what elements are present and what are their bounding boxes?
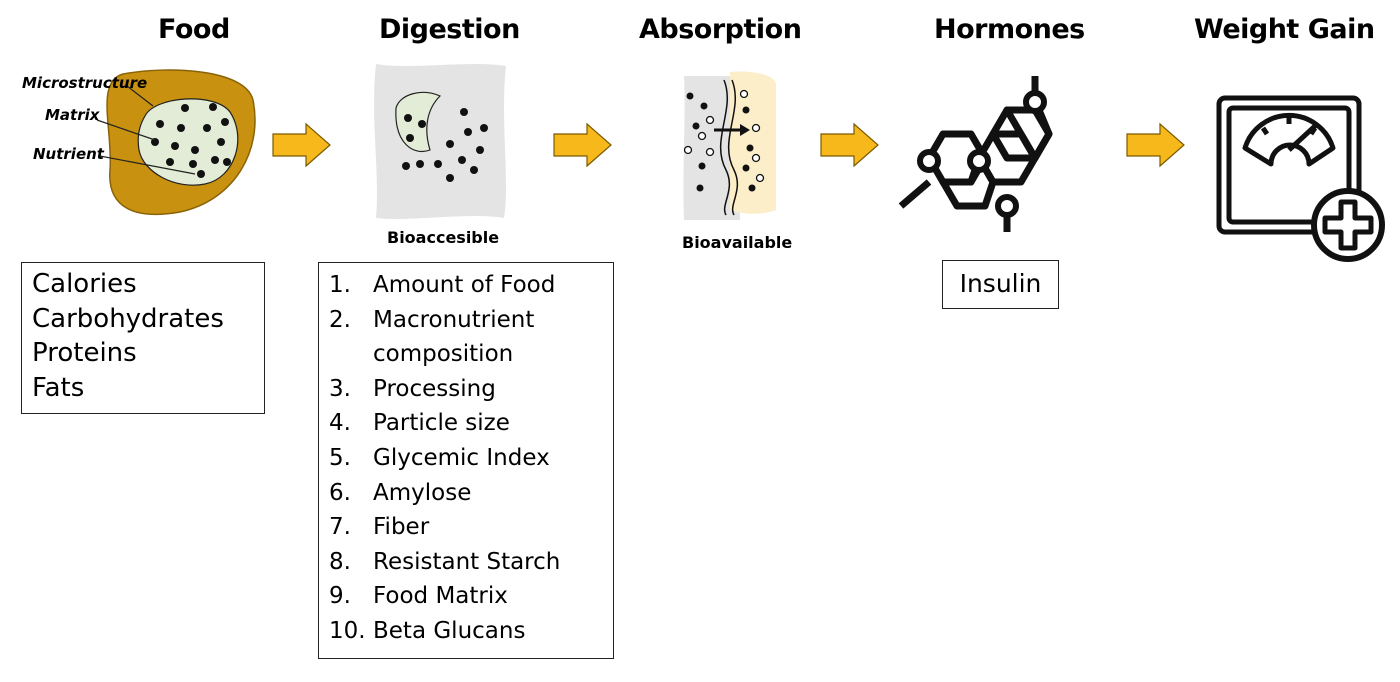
list-item: 10.Beta Glucans [329,617,526,644]
label-microstructure: Microstructure [22,74,148,92]
list-item: 9.Food Matrix [329,583,508,610]
arrow-digestion-to-absorption [553,122,612,168]
stage-title-hormones: Hormones [934,14,1085,45]
arrow-hormones-to-weight [1126,122,1185,168]
list-item: 4.Particle size [329,410,510,437]
list-item: 7.Fiber [329,514,430,541]
arrow-food-to-digestion [272,122,331,168]
label-matrix: Matrix [45,106,100,124]
food-item: Calories [32,269,137,299]
list-item: 1.Amount of Food [329,272,556,298]
digestion-illustration [374,64,506,219]
list-item: 6.Amylose [329,479,472,506]
absorption-illustration [683,71,776,220]
insulin-box: Insulin [942,260,1059,309]
food-item: Fats [32,372,85,403]
stage-title-weight-gain: Weight Gain [1194,14,1375,45]
food-matrix-region [137,98,239,186]
stage-title-food: Food [158,14,230,45]
nutrient-dots [151,103,231,178]
insulin-label: Insulin [959,269,1042,298]
label-nutrient: Nutrient [33,145,104,163]
stage-title-absorption: Absorption [639,14,802,45]
stage-title-digestion: Digestion [379,14,520,45]
food-item: Proteins [32,338,137,368]
caption-bioavailable: Bioavailable [682,233,793,252]
arrow-absorption-to-hormones [820,122,879,168]
list-item: 2.Macronutrient composition [329,306,535,368]
caption-bioaccesible: Bioaccesible [387,228,500,247]
scale-plus-icon [1216,95,1385,262]
list-item: 5.Glycemic Index [329,444,550,471]
list-item: 8.Resistant Starch [329,548,561,575]
list-item: 3.Processing [329,375,496,402]
digestion-factors-box: 1.Amount of Food 2.Macronutrient composi… [318,262,614,659]
food-structure-illustration [96,69,256,216]
molecule-icon [898,76,1053,232]
food-nutrients-box: Calories Carbohydrates Proteins Fats [21,262,265,414]
food-item: Carbohydrates [32,303,224,334]
